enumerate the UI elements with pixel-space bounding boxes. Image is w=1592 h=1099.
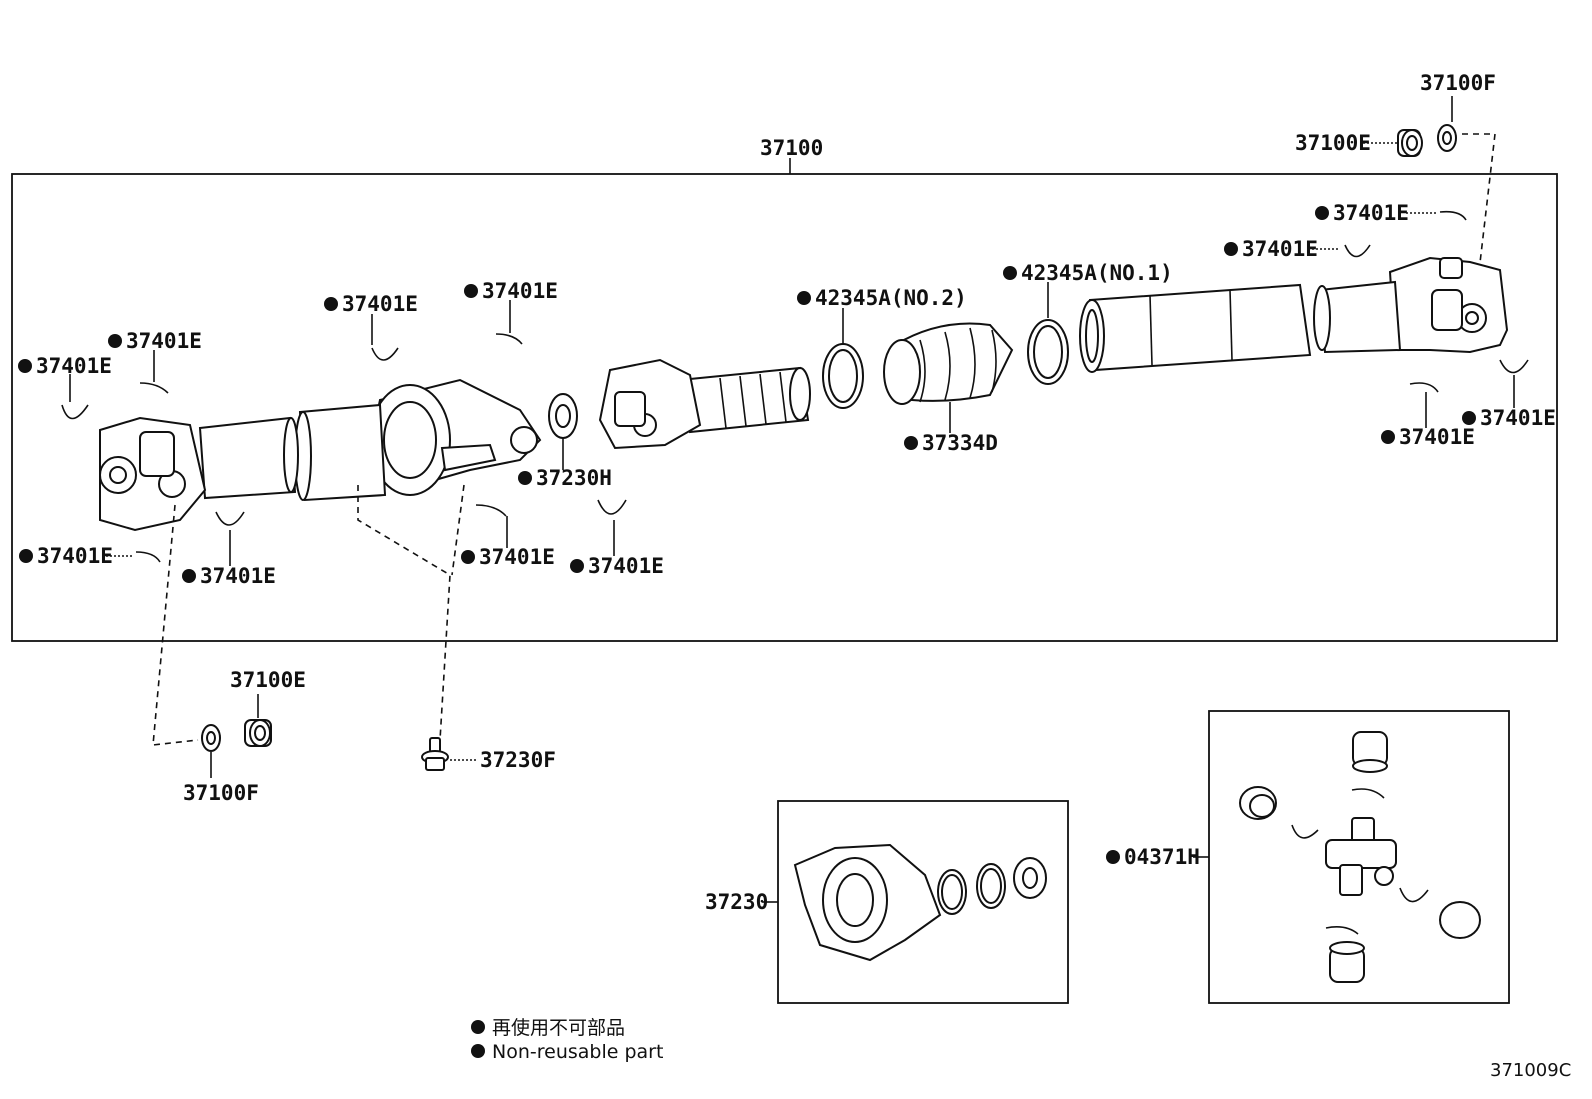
label-snap-ring-left-2[interactable]: 37401E bbox=[36, 354, 112, 378]
label-snap-ring-right-1[interactable]: 37401E bbox=[1333, 201, 1409, 225]
rear-yoke[interactable] bbox=[1388, 256, 1509, 354]
label-spider-kit[interactable]: 04371H bbox=[1124, 845, 1200, 869]
label-snap-ring-right-4[interactable]: 37401E bbox=[1399, 425, 1475, 449]
label-clamp-no2[interactable]: 42345A(NO.2) bbox=[815, 286, 967, 310]
snap-ring-right-1[interactable] bbox=[1439, 210, 1467, 221]
label-snap-ring-right-2[interactable]: 37401E bbox=[1242, 237, 1318, 261]
snap-ring-left-4[interactable] bbox=[215, 511, 245, 526]
legend-dot-japanese bbox=[471, 1020, 485, 1034]
snap-ring-mid-top-1[interactable] bbox=[371, 347, 399, 361]
label-bearing-37230H[interactable]: 37230H bbox=[536, 466, 612, 490]
washer-37100F-bottom[interactable] bbox=[201, 724, 221, 752]
label-bolt-37230F[interactable]: 37230F bbox=[480, 748, 556, 772]
label-snap-ring-left-4[interactable]: 37401E bbox=[200, 564, 276, 588]
snap-ring-right-3[interactable] bbox=[1499, 359, 1529, 374]
snap-ring-left-2[interactable] bbox=[61, 404, 89, 420]
label-center-bearing-kit[interactable]: 37230 bbox=[705, 890, 768, 914]
snap-ring-mid-top-2[interactable] bbox=[495, 333, 523, 345]
bearing-37230H[interactable] bbox=[548, 393, 578, 439]
spider-kit-parts[interactable] bbox=[1239, 731, 1481, 983]
figure-code: 371009C bbox=[1490, 1060, 1571, 1081]
snap-ring-left-1[interactable] bbox=[139, 382, 169, 394]
label-clamp-no1[interactable]: 42345A(NO.1) bbox=[1021, 261, 1173, 285]
clamp-no2[interactable] bbox=[822, 343, 864, 409]
snap-ring-left-3[interactable] bbox=[135, 551, 161, 563]
front-yoke[interactable] bbox=[99, 416, 207, 532]
snap-ring-mid-bottom-2[interactable] bbox=[597, 499, 627, 515]
label-37100E-top[interactable]: 37100E bbox=[1295, 131, 1371, 155]
assembly-label-37100[interactable]: 37100 bbox=[760, 136, 823, 160]
label-boot-37334D[interactable]: 37334D bbox=[922, 431, 998, 455]
center-bearing-assembly[interactable] bbox=[363, 378, 542, 496]
splined-shaft[interactable] bbox=[678, 366, 811, 434]
legend-english: Non-reusable part bbox=[492, 1041, 663, 1063]
rear-shaft-tube[interactable] bbox=[1079, 280, 1402, 373]
middle-yoke[interactable] bbox=[598, 358, 702, 450]
label-snap-ring-mid-top-2[interactable]: 37401E bbox=[482, 279, 558, 303]
washer-37100E-top[interactable] bbox=[1397, 129, 1423, 157]
label-37100F-bottom[interactable]: 37100F bbox=[183, 781, 259, 805]
legend: 再使用不可部品 Non-reusable part bbox=[471, 1017, 663, 1063]
legend-japanese: 再使用不可部品 bbox=[492, 1017, 625, 1039]
label-37100E-bottom[interactable]: 37100E bbox=[230, 668, 306, 692]
label-snap-ring-left-1[interactable]: 37401E bbox=[126, 329, 202, 353]
snap-ring-right-2[interactable] bbox=[1344, 244, 1371, 258]
washer-37100F-top[interactable] bbox=[1437, 124, 1457, 152]
label-snap-ring-right-3[interactable]: 37401E bbox=[1480, 406, 1556, 430]
snap-ring-right-4[interactable] bbox=[1409, 382, 1439, 393]
label-snap-ring-mid-bottom-1[interactable]: 37401E bbox=[479, 545, 555, 569]
label-37100F-top[interactable]: 37100F bbox=[1420, 71, 1496, 95]
clamp-no1[interactable] bbox=[1027, 319, 1069, 385]
label-snap-ring-mid-bottom-2[interactable]: 37401E bbox=[588, 554, 664, 578]
bolt-37230F[interactable] bbox=[421, 737, 449, 771]
boot-37334D[interactable] bbox=[883, 322, 1014, 405]
washer-37100E-bottom[interactable] bbox=[244, 719, 272, 747]
center-bearing-kit-parts[interactable] bbox=[793, 843, 1047, 962]
snap-ring-mid-bottom-1[interactable] bbox=[475, 504, 507, 517]
legend-dot-english bbox=[471, 1044, 485, 1058]
label-snap-ring-left-3[interactable]: 37401E bbox=[37, 544, 113, 568]
front-shaft-tube[interactable] bbox=[198, 403, 387, 502]
label-snap-ring-mid-top-1[interactable]: 37401E bbox=[342, 292, 418, 316]
assembly-frame bbox=[11, 173, 1558, 642]
